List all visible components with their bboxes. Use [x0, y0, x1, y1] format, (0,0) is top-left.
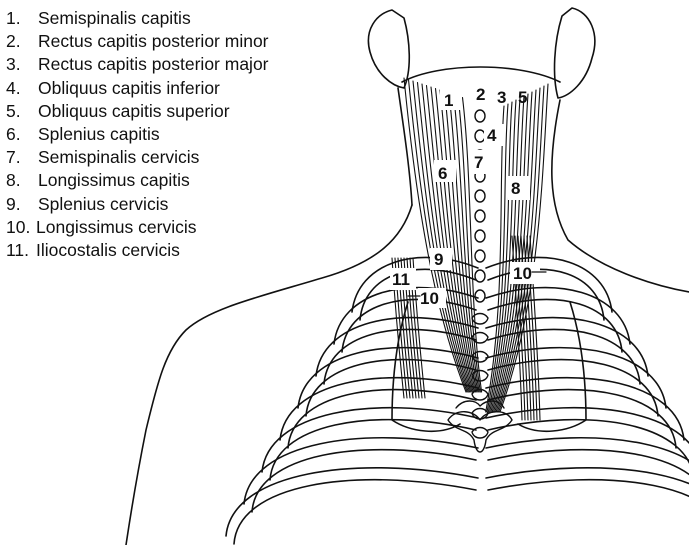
legend-number: 6. — [6, 123, 38, 146]
legend-label: Obliquus capitis inferior — [38, 77, 220, 100]
callout-11: 11 — [392, 270, 410, 289]
legend-item: 11.Iliocostalis cervicis — [6, 239, 269, 262]
legend-item: 9.Splenius cervicis — [6, 193, 269, 216]
left-neck-outline — [398, 88, 412, 205]
right-ear-outline — [555, 8, 595, 98]
rib — [262, 408, 478, 472]
callout-4: 4 — [487, 126, 497, 145]
rib — [280, 378, 478, 440]
legend-item: 10.Longissimus cervicis — [6, 216, 269, 239]
vertebra — [448, 412, 512, 452]
rib — [488, 480, 689, 544]
rib — [486, 408, 689, 472]
callout-7: 7 — [474, 153, 483, 172]
legend-label: Obliquus capitis superior — [38, 100, 230, 123]
muscle-legend: 1.Semispinalis capitis 2.Rectus capitis … — [6, 7, 269, 262]
legend-number: 10. — [6, 216, 36, 239]
legend-label: Longissimus cervicis — [36, 216, 196, 239]
legend-number: 3. — [6, 53, 38, 76]
rib — [486, 468, 689, 536]
legend-number: 7. — [6, 146, 38, 169]
legend-number: 8. — [6, 169, 38, 192]
legend-label: Rectus capitis posterior major — [38, 53, 269, 76]
legend-number: 2. — [6, 30, 38, 53]
legend-item: 7.Semispinalis cervicis — [6, 146, 269, 169]
rib — [486, 438, 689, 504]
left-ear-outline — [368, 10, 409, 88]
legend-number: 9. — [6, 193, 38, 216]
legend-item: 4.Obliquus capitis inferior — [6, 77, 269, 100]
callout-10-left: 10 — [420, 289, 439, 308]
vertebra — [475, 290, 485, 302]
legend-item: 8.Longissimus capitis — [6, 169, 269, 192]
legend-item: 2.Rectus capitis posterior minor — [6, 30, 269, 53]
vertebra — [475, 210, 485, 222]
vertebra — [475, 130, 485, 142]
callout-1: 1 — [444, 91, 453, 110]
callout-8: 8 — [511, 179, 520, 198]
rib — [488, 450, 689, 512]
legend-number: 1. — [6, 7, 38, 30]
vertebra — [475, 110, 485, 122]
legend-label: Splenius cervicis — [38, 193, 168, 216]
legend-number: 5. — [6, 100, 38, 123]
rib — [252, 450, 476, 512]
vertebra — [475, 270, 485, 282]
legend-number: 11. — [6, 239, 36, 262]
callout-3: 3 — [497, 88, 506, 107]
legend-label: Iliocostalis cervicis — [36, 239, 180, 262]
callout-9: 9 — [434, 250, 443, 269]
callout-2: 2 — [476, 85, 485, 104]
vertebra — [472, 428, 488, 439]
legend-label: Splenius capitis — [38, 123, 160, 146]
head-base-outline — [402, 67, 560, 82]
legend-label: Rectus capitis posterior minor — [38, 30, 269, 53]
legend-number: 4. — [6, 77, 38, 100]
legend-item: 3.Rectus capitis posterior major — [6, 53, 269, 76]
vertebra — [475, 230, 485, 242]
rib — [234, 480, 476, 544]
legend-label: Semispinalis capitis — [38, 7, 191, 30]
vertebra — [475, 190, 485, 202]
scapulae — [392, 302, 586, 431]
legend-item: 6.Splenius capitis — [6, 123, 269, 146]
legend-label: Longissimus capitis — [38, 169, 190, 192]
legend-item: 1.Semispinalis capitis — [6, 7, 269, 30]
legend-label: Semispinalis cervicis — [38, 146, 199, 169]
vertebra — [475, 250, 485, 262]
callout-5: 5 — [518, 88, 527, 107]
legend-item: 5.Obliquus capitis superior — [6, 100, 269, 123]
callout-10-right: 10 — [513, 264, 532, 283]
callout-6: 6 — [438, 164, 447, 183]
